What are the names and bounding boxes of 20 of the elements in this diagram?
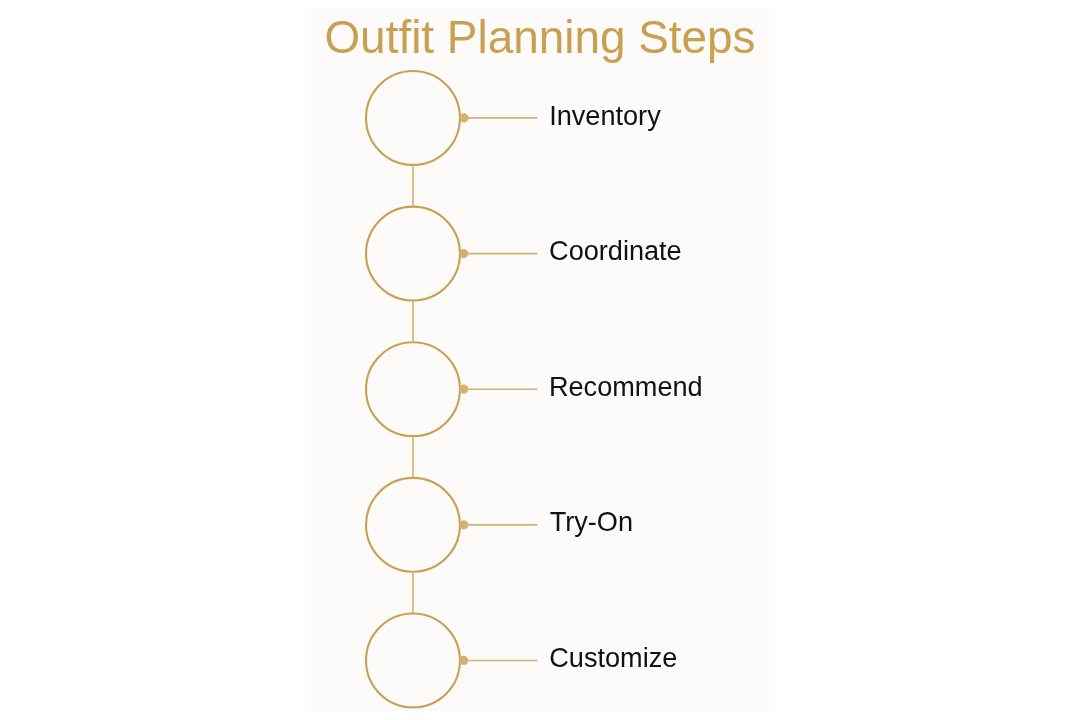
connector bbox=[459, 384, 539, 394]
node-text: Customize bbox=[549, 642, 678, 674]
connector bbox=[412, 299, 414, 343]
connector bbox=[412, 164, 414, 208]
node-text: Inventory bbox=[549, 99, 661, 131]
node-text: Coordinate bbox=[549, 235, 682, 267]
diagram-title: Outfit Planning Steps bbox=[324, 11, 756, 64]
connector bbox=[459, 520, 539, 530]
node-circle bbox=[365, 341, 461, 438]
node-circle bbox=[365, 205, 461, 302]
node-text: Try-On bbox=[549, 506, 634, 538]
connector bbox=[412, 571, 414, 615]
connector bbox=[459, 249, 539, 259]
connector bbox=[412, 435, 414, 479]
node-circle bbox=[365, 476, 461, 573]
node-circle bbox=[365, 612, 461, 709]
connector bbox=[459, 655, 539, 666]
node-text: Recommend bbox=[548, 370, 703, 402]
node-circle bbox=[365, 69, 461, 166]
connector bbox=[459, 113, 539, 123]
